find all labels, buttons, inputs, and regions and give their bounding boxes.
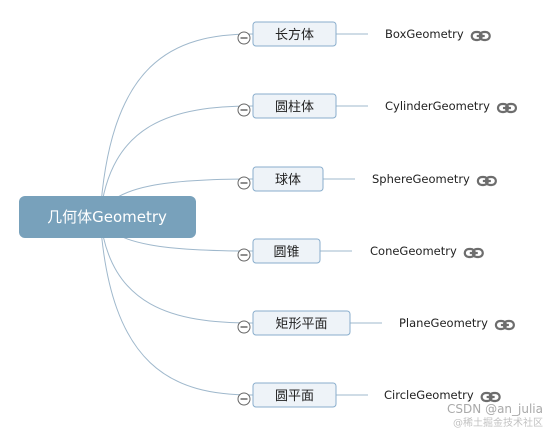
branch-node-box[interactable] [252,382,337,408]
branch-node-label: 矩形平面 [275,317,327,332]
root-node-box[interactable] [19,196,196,238]
branch-connector [99,216,254,324]
leaf-label[interactable]: ConeGeometry [370,244,457,258]
collapse-minus-icon[interactable] [237,248,251,262]
leaf-label[interactable]: SphereGeometry [372,172,470,186]
watermark-line2: @稀土掘金技术社区 [453,418,543,429]
branch-node-box[interactable] [252,166,324,192]
watermark: CSDN @an_julia @稀土掘金技术社区 [447,402,543,429]
branch-node-box[interactable] [252,310,351,336]
collapse-minus-icon[interactable] [237,176,251,190]
link-icon[interactable] [494,319,515,331]
branch-connector [99,216,254,396]
branch-node-box[interactable] [252,93,337,119]
branch-node[interactable]: 圆锥 ConeGeometry [237,238,457,264]
collapse-minus-icon[interactable] [237,103,251,117]
collapse-minus-icon[interactable] [237,392,251,406]
branch-node-label: 长方体 [275,27,314,43]
link-icon[interactable] [476,175,497,187]
root-node[interactable]: 几何体Geometry [19,196,196,238]
root-node-label: 几何体Geometry [47,208,167,226]
branch-connector [99,33,254,218]
leaf-label[interactable]: PlaneGeometry [399,316,488,330]
branch-node[interactable]: 长方体 BoxGeometry [237,21,464,47]
branch-node-label: 圆柱体 [275,100,314,115]
branch-node[interactable]: 圆平面 CircleGeometry [237,382,474,408]
branch-node-label: 球体 [275,173,301,188]
branch-node-box[interactable] [252,21,337,47]
collapse-minus-icon[interactable] [237,31,251,45]
leaf-label[interactable]: CylinderGeometry [385,99,490,113]
branch-node-label: 圆锥 [273,245,299,260]
branch-node-box[interactable] [252,238,321,264]
link-icon[interactable] [480,391,501,403]
branch-node[interactable]: 矩形平面 PlaneGeometry [237,310,488,336]
branch-node-label: 圆平面 [275,389,314,404]
leaf-label[interactable]: CircleGeometry [384,388,474,402]
link-icon[interactable] [470,30,491,42]
link-icon[interactable] [496,102,518,114]
branch-connector [99,105,254,218]
leaf-label[interactable]: BoxGeometry [385,27,464,41]
watermark-line1: CSDN @an_julia [447,402,543,416]
branch-node[interactable]: 圆柱体 CylinderGeometry [237,93,490,119]
branch-node[interactable]: 球体 SphereGeometry [237,166,470,192]
branch-nodes: 长方体 BoxGeometry 圆柱体 CylinderGeometry 球体 Spher… [237,21,518,408]
collapse-minus-icon[interactable] [237,320,251,334]
link-icon[interactable] [463,247,484,259]
